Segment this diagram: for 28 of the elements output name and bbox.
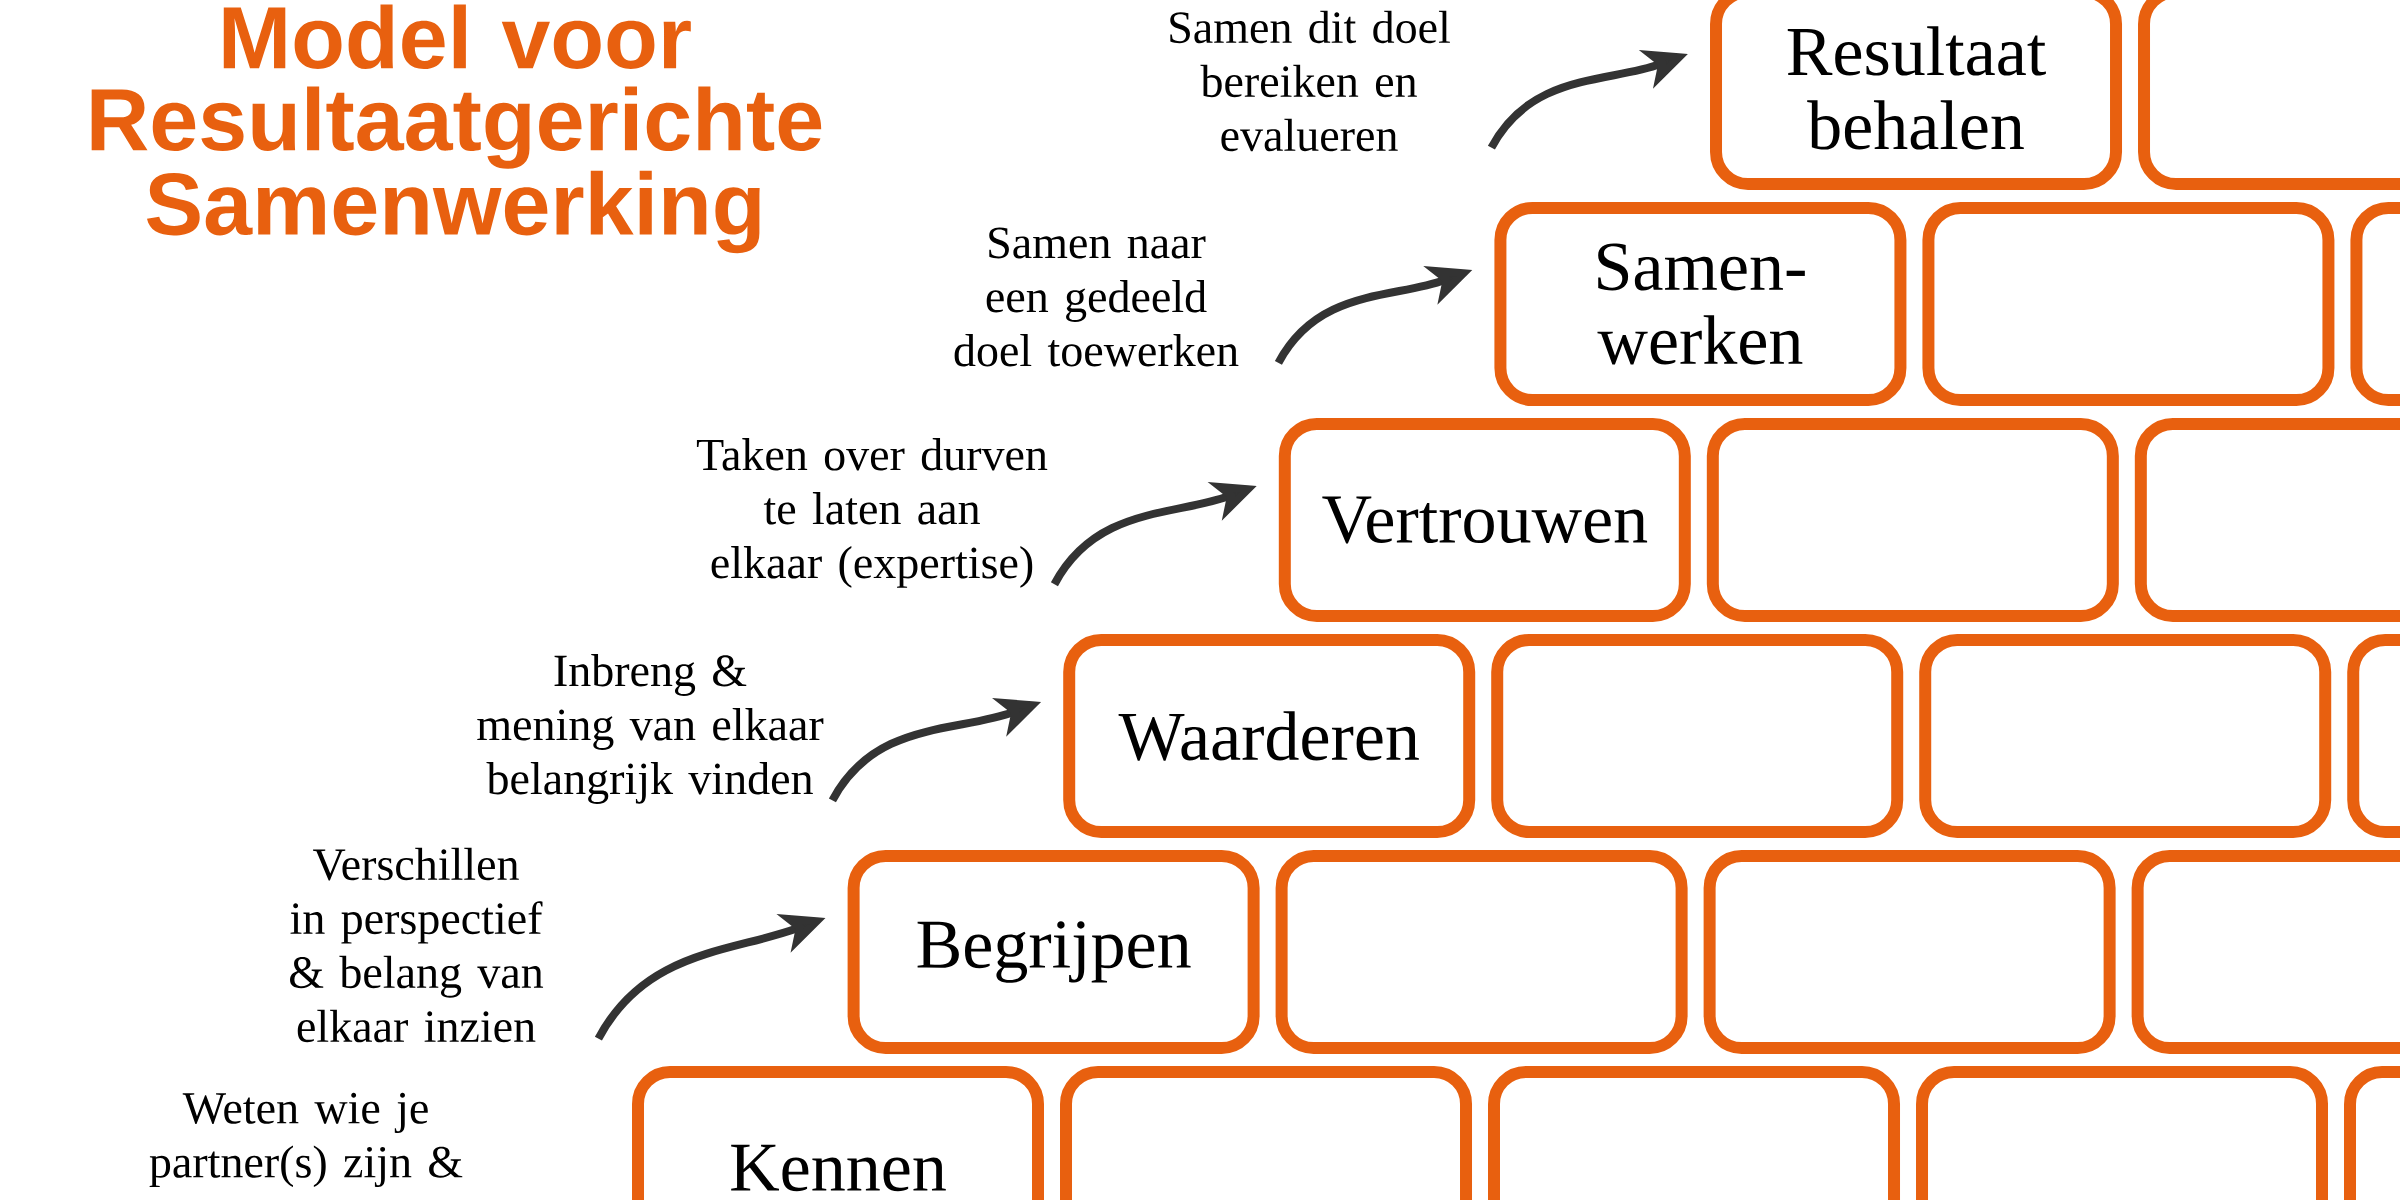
title: Model voor Resultaatgerichte Samenwerking: [91, 4, 822, 254]
brick: [2344, 1066, 2400, 1200]
brick: [2138, 0, 2400, 190]
brick: [1488, 1066, 1900, 1200]
annotation-text: Taken over durven te laten aan elkaar (expertise): [696, 438, 1048, 588]
brick: Begrijpen: [847, 850, 1260, 1054]
brick: Waarderen: [1063, 634, 1476, 838]
brick: [2134, 418, 2400, 622]
annotation-text: Weten wie je partner(s) zijn &: [149, 1092, 463, 1188]
annotation-text: Samen dit doel bereiken en evalueren: [1170, 10, 1450, 152]
brick: [1703, 850, 2116, 1054]
brick: [1275, 850, 1688, 1054]
brick: [2131, 850, 2400, 1054]
brick: [2350, 202, 2400, 406]
brick: [1916, 1066, 2328, 1200]
annotation-text: Verschillen in perspectief & belang van elkaar inzien: [290, 847, 544, 1043]
brick: Kennen: [632, 1066, 1044, 1200]
annotation-text: Samen naar een gedeeld doel toewerken: [954, 227, 1239, 367]
brick: [1060, 1066, 1472, 1200]
brick: [1922, 202, 2335, 406]
brick: [1491, 634, 1904, 838]
brick: [1706, 418, 2119, 622]
annotation-text: Inbreng & mening van elkaar belangrijk vinden: [477, 654, 824, 804]
brick: [2347, 634, 2400, 838]
brick: Resultaat behalen: [1710, 0, 2122, 190]
brick: Samen-werken: [1494, 202, 1907, 406]
brick: Vertrouwen: [1278, 418, 1691, 622]
brick: [1919, 634, 2332, 838]
